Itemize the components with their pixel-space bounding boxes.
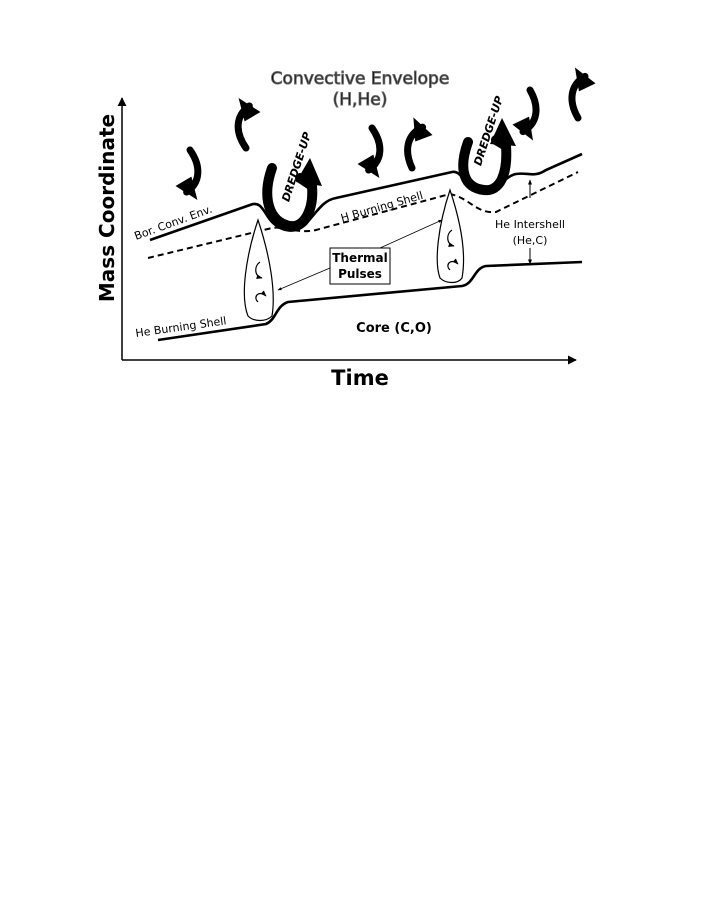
dredge-up-2-shape — [458, 135, 512, 196]
core-label: Core (C,O) — [356, 321, 432, 336]
thermal-pulse-pointer-2 — [379, 219, 443, 249]
thermal-pulse-pointer-1 — [277, 267, 331, 291]
h-burning-shell-line — [147, 171, 579, 259]
y-axis-label: Mass Coordinate — [95, 114, 119, 302]
convective-envelope-boundary — [149, 152, 583, 242]
he-intershell-label-1: He Intershell — [495, 218, 565, 231]
convection-arrow-icon — [510, 88, 546, 141]
dredge-up-1-shape — [262, 163, 318, 232]
convection-arrow-icon — [397, 117, 436, 170]
thermal-pulse-2 — [436, 188, 465, 284]
he-intershell-label-2: (He,C) — [513, 234, 548, 247]
convection-arrow-icon — [356, 127, 388, 178]
thermal-pulses-label-2: Pulses — [338, 267, 382, 281]
thermal-pulses-label-1: Thermal — [332, 251, 388, 265]
diagram-title: Convective Envelope — [271, 69, 450, 89]
dredge-up-1-arrowhead — [296, 158, 322, 186]
convection-arrow-icon — [563, 67, 599, 120]
thermal-pulses-box — [329, 247, 391, 285]
convection-arrow-icon — [174, 149, 206, 200]
diagram-subtitle: (H,He) — [333, 90, 388, 110]
dredge-up-2-arrowhead — [490, 118, 516, 146]
x-axis-label: Time — [331, 366, 389, 390]
convection-arrow-icon — [230, 98, 262, 149]
he-burning-shell-line — [157, 260, 583, 342]
thermal-pulse-1 — [243, 218, 274, 322]
